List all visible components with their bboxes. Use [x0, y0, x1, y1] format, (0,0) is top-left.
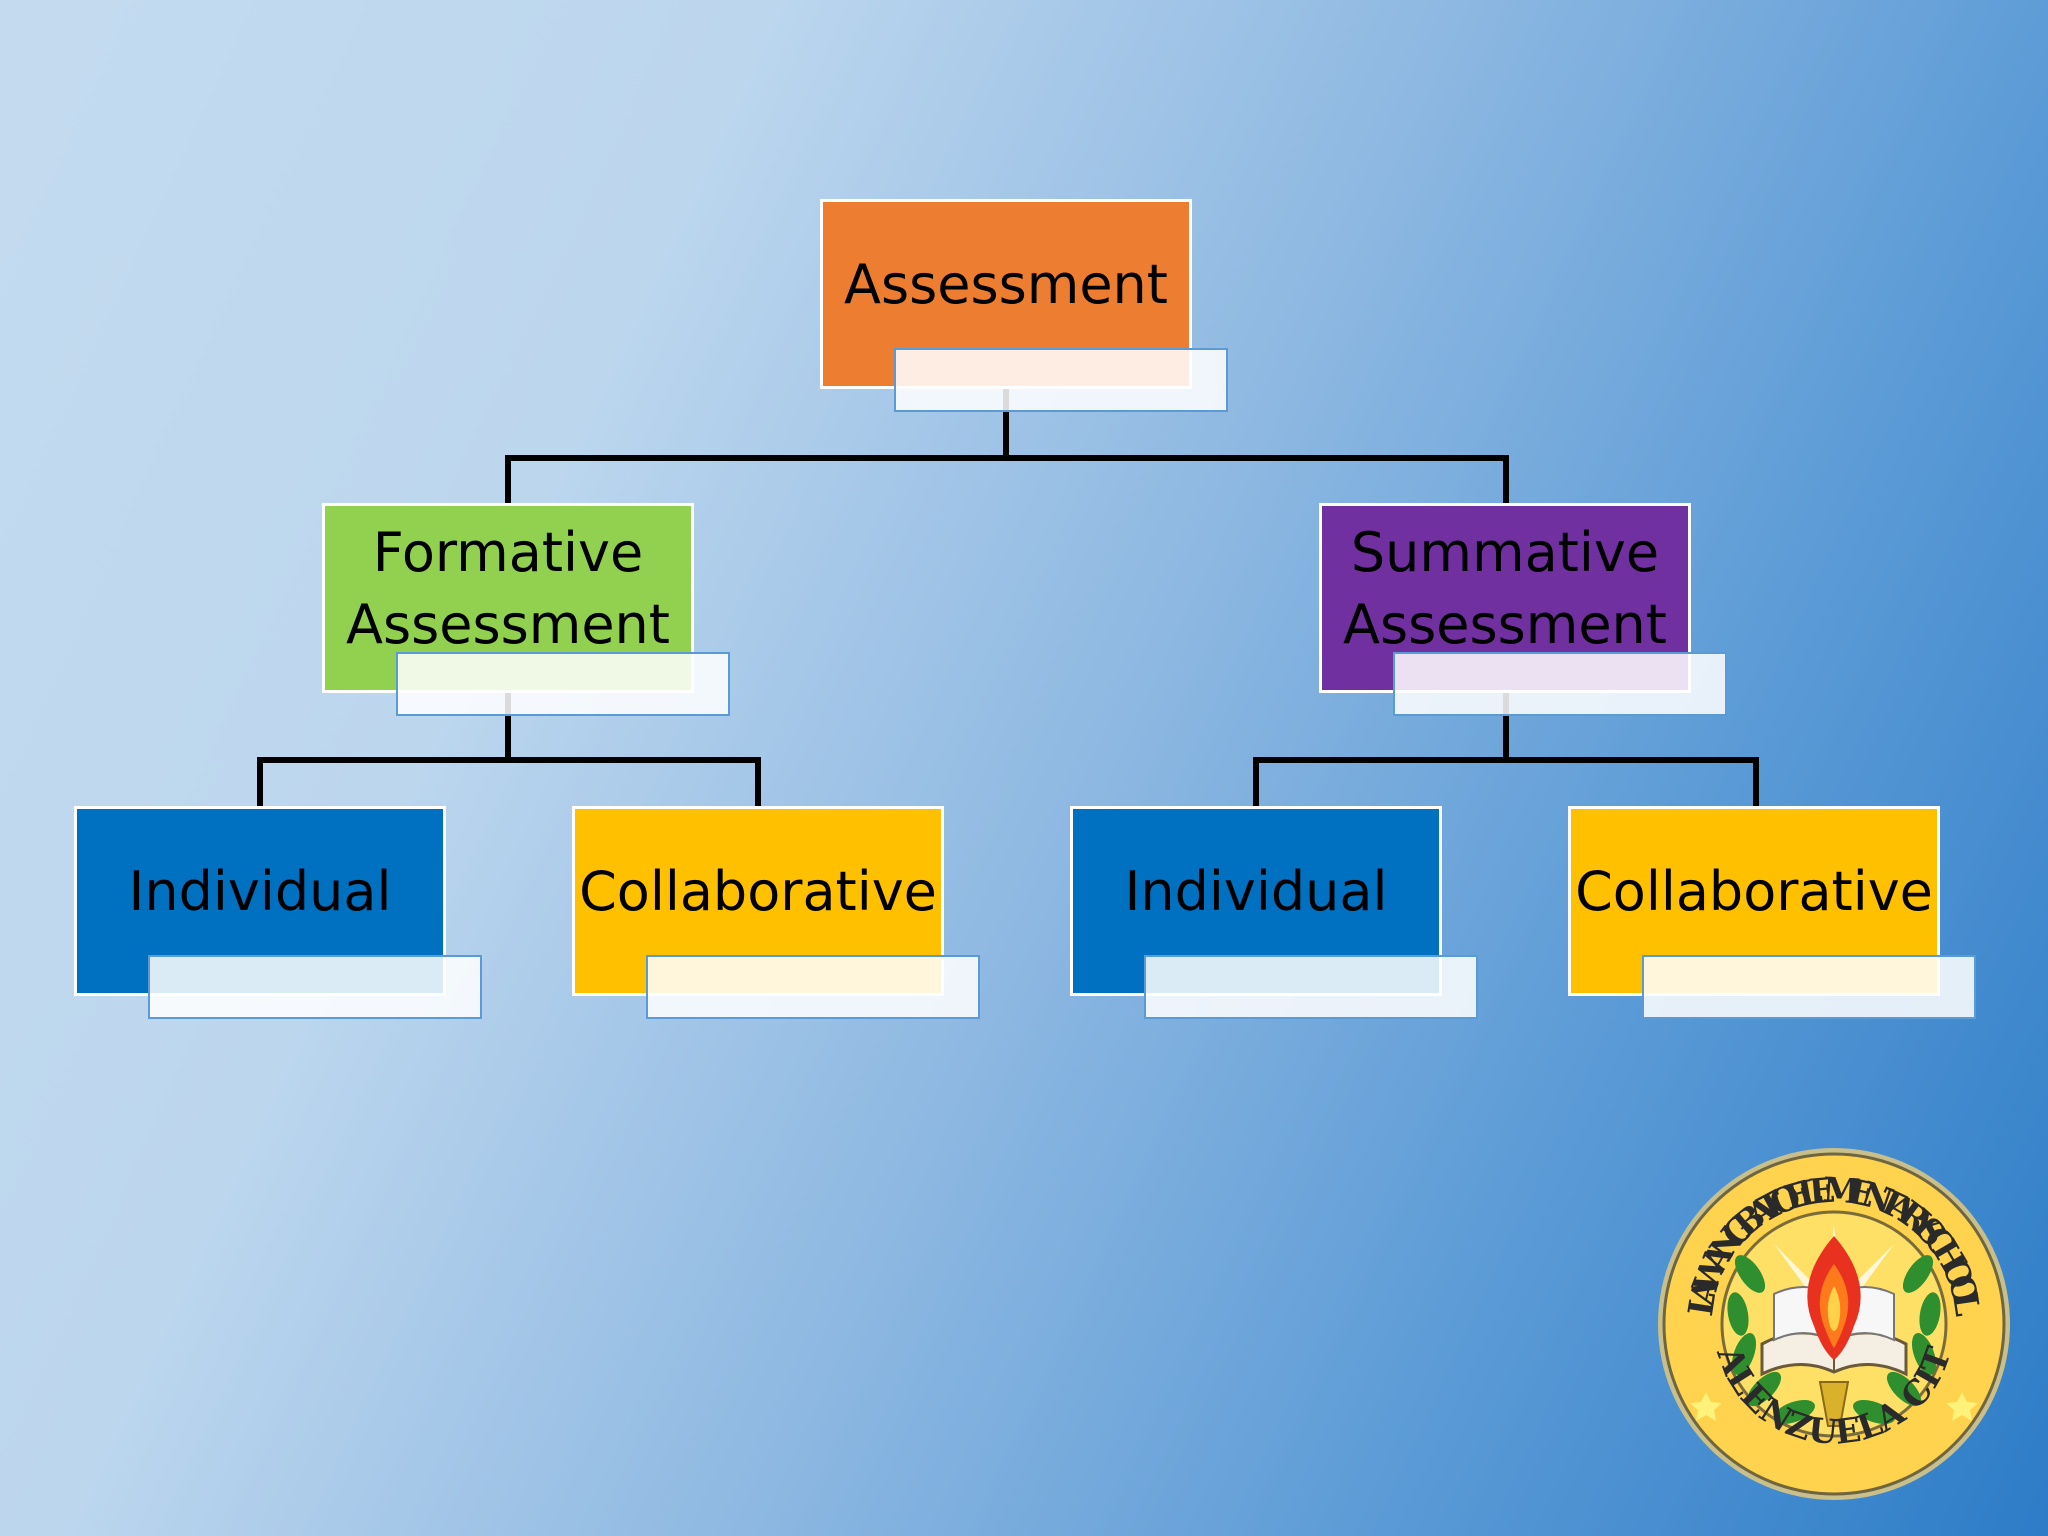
node-formative-collaborative-text-tab	[646, 955, 980, 1019]
connector-root-to-level2	[505, 389, 1509, 506]
node-assessment-label: Assessment	[844, 253, 1168, 316]
node-formative-assessment-text-tab	[396, 652, 730, 716]
node-formative-individual-text-tab	[148, 955, 482, 1019]
node-summative-assessment-label: Summative Assessment	[1343, 521, 1667, 656]
connector-formative-to-children	[257, 692, 761, 809]
node-summative-collaborative-label: Collaborative	[1575, 860, 1933, 923]
connector-summative-to-children	[1253, 692, 1759, 809]
node-formative-collaborative-label: Collaborative	[579, 860, 937, 923]
node-assessment-text-tab	[894, 348, 1228, 412]
node-assessment: Assessment	[820, 199, 1192, 389]
node-summative-collaborative-text-tab	[1642, 955, 1976, 1019]
node-summative-individual-text-tab	[1144, 955, 1478, 1019]
school-seal-logo: LAWANG BATO ELEMENTARY SCHOOL VALENZUELA…	[1654, 1144, 2010, 1500]
node-formative-assessment-label: Formative Assessment	[346, 521, 670, 656]
node-summative-individual-label: Individual	[1124, 860, 1388, 923]
node-formative-individual-label: Individual	[128, 860, 392, 923]
node-summative-assessment-text-tab	[1393, 652, 1727, 716]
